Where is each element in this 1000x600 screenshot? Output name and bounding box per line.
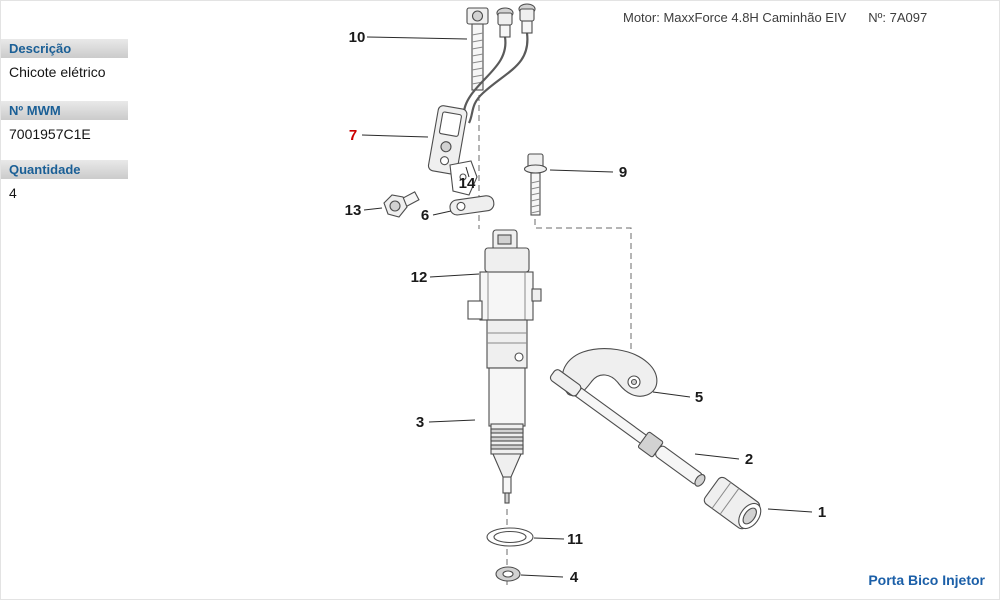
callout-leader-5 [652, 391, 691, 398]
part-harness-7 [427, 3, 536, 175]
callout-4[interactable]: 4 [570, 569, 579, 586]
field-value-numero-mwm: 7001957C1E [9, 126, 91, 142]
callout-13[interactable]: 13 [345, 202, 362, 219]
field-numero-mwm: Nº MWM 7001957C1E [1, 101, 128, 142]
part-injector-body-12 [467, 229, 542, 321]
callout-9[interactable]: 9 [619, 164, 627, 181]
part-plate-6 [449, 195, 495, 216]
callout-14[interactable]: 14 [459, 175, 476, 192]
callout-leader-14 [465, 166, 470, 178]
part-oring-11 [486, 527, 534, 547]
field-descricao: Descrição Chicote elétrico [1, 39, 128, 80]
part-washer-4 [495, 566, 521, 582]
callout-5[interactable]: 5 [695, 389, 703, 406]
callout-leader-4 [520, 574, 564, 578]
part-bolt-10 [466, 7, 489, 91]
callout-leader-9 [549, 169, 614, 173]
field-label-quantidade: Quantidade [1, 160, 128, 179]
field-value-quantidade: 4 [9, 185, 17, 201]
part-injector-nozzle-3 [486, 319, 528, 504]
callout-12[interactable]: 12 [411, 269, 428, 286]
part-bolt-9 [523, 153, 548, 216]
callout-2[interactable]: 2 [745, 451, 753, 468]
assembly-title: Porta Bico Injetor [868, 572, 985, 588]
callout-leader-12 [429, 273, 480, 278]
callout-leader-10 [366, 36, 468, 40]
callout-6[interactable]: 6 [421, 207, 429, 224]
part-fitting-1 [703, 476, 762, 530]
part-plug-13 [383, 191, 420, 218]
field-quantidade: Quantidade 4 [1, 160, 128, 201]
callout-7[interactable]: 7 [349, 127, 357, 144]
callout-10[interactable]: 10 [349, 29, 366, 46]
motor-number-label: Nº: 7A097 [868, 10, 928, 25]
part-bracket-14 [449, 160, 478, 196]
callout-leader-11 [533, 537, 565, 540]
callout-leader-1 [767, 508, 813, 513]
callout-1[interactable]: 1 [818, 504, 826, 521]
part-clamp-5 [561, 348, 658, 397]
motor-info: Motor: MaxxForce 4.8H Caminhão EIV Nº: 7… [623, 10, 927, 25]
callout-leader-13 [363, 207, 383, 211]
callout-leader-2 [694, 453, 740, 460]
part-tube-2 [549, 369, 706, 487]
callout-11[interactable]: 11 [567, 531, 583, 548]
field-label-numero-mwm: Nº MWM [1, 101, 128, 120]
motor-info-label: Motor: MaxxForce 4.8H Caminhão EIV [623, 10, 847, 25]
field-value-descricao: Chicote elétrico [9, 64, 106, 80]
callout-leader-3 [428, 419, 476, 423]
callout-3[interactable]: 3 [416, 414, 424, 431]
callout-leader-6 [432, 210, 452, 216]
field-label-descricao: Descrição [1, 39, 128, 58]
callout-leader-7 [361, 134, 429, 138]
